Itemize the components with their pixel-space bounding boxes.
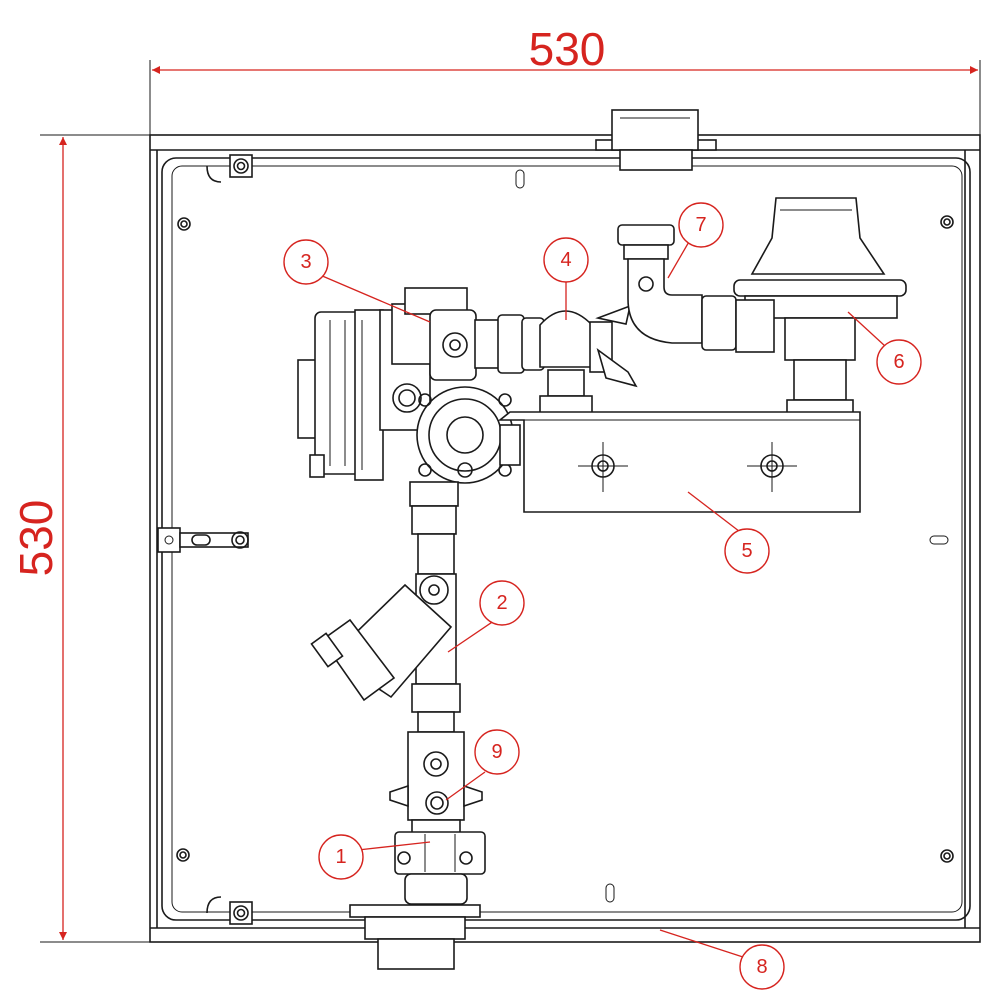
callout-3-label: 3 — [300, 251, 311, 273]
callout-6-label: 6 — [893, 351, 904, 373]
dimension-width-label: 530 — [529, 23, 606, 75]
callout-7-label: 7 — [695, 214, 706, 236]
callout-5: 5 — [724, 528, 770, 574]
inlet-union — [394, 831, 486, 905]
callout-3: 3 — [283, 239, 329, 285]
callout-4: 4 — [543, 237, 589, 283]
callout-1: 1 — [318, 834, 364, 880]
top-vent — [595, 109, 717, 171]
callout-8-label: 8 — [756, 956, 767, 978]
callout-8: 8 — [739, 944, 785, 990]
bottom-inlet — [349, 904, 481, 970]
callout-6: 6 — [876, 339, 922, 385]
callout-4-label: 4 — [560, 249, 571, 271]
side-latch — [157, 527, 249, 553]
callout-7: 7 — [678, 202, 724, 248]
mounting-bolts — [176, 154, 954, 925]
callout-9-label: 9 — [491, 741, 502, 763]
dimension-height: 530 — [10, 134, 150, 943]
cabinet-housing — [149, 109, 981, 970]
mounting-bracket — [497, 411, 861, 513]
inlet-valve — [389, 731, 483, 835]
elbow-fitting — [617, 224, 737, 351]
secondary-regulator — [733, 197, 907, 423]
callout-5-label: 5 — [741, 540, 752, 562]
dimension-height-label: 530 — [10, 500, 62, 577]
dimension-width: 530 — [149, 23, 981, 135]
callout-1-label: 1 — [335, 846, 346, 868]
callout-2: 2 — [479, 580, 525, 626]
ball-valve — [521, 304, 638, 417]
callout-9: 9 — [474, 729, 520, 775]
vertical-pipe-filter — [310, 481, 461, 733]
callout-2-label: 2 — [496, 592, 507, 614]
gas-regulator-body — [297, 287, 525, 484]
